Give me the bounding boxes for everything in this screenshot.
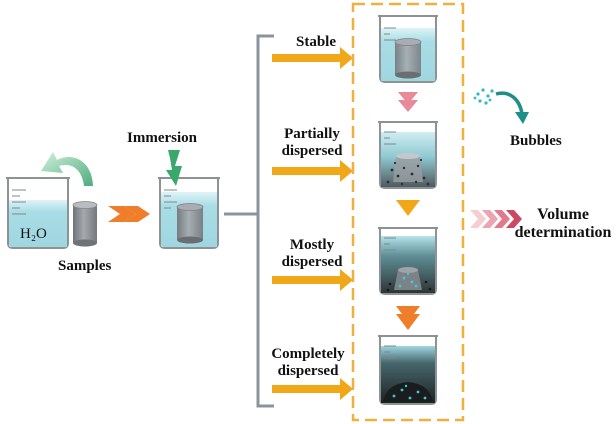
stage-beaker-stable: [378, 15, 438, 83]
stage-beaker-mostly: [378, 227, 438, 295]
stage-label-stable-line1: Stable: [295, 34, 336, 50]
stage-label-completely-line2: dispersed: [277, 363, 339, 379]
immersion-beaker: [158, 177, 220, 249]
sample-cylinder: [72, 201, 98, 247]
lightning-arrow-icon: [166, 150, 182, 186]
bubbles-arrow-icon: [495, 91, 529, 124]
dashed-box: [351, 2, 465, 422]
stage-arrow-3: [272, 269, 353, 291]
samples-label: Samples: [58, 258, 112, 274]
water-beaker: [6, 177, 70, 249]
stage-arrows: [272, 47, 353, 400]
stage-beaker-completely: [378, 335, 438, 405]
stage-beaker-partially: [378, 121, 438, 189]
immersion-label: Immersion: [127, 130, 197, 146]
stage-label-stable: Stable: [286, 34, 346, 51]
down-arrow-1: [398, 92, 418, 112]
stage-label-partially: Partially dispersed: [270, 126, 354, 160]
bubbles-label: Bubbles: [510, 133, 562, 149]
volume-label-line1: Volume: [537, 206, 589, 223]
curved-arrow-icon: [41, 152, 93, 186]
stage-label-completely-line1: Completely: [271, 346, 345, 362]
down-arrow-2: [396, 200, 420, 216]
stage-arrow-1: [272, 47, 353, 69]
stage-label-mostly: Mostly dispersed: [270, 237, 354, 271]
down-arrow-3: [396, 306, 420, 330]
volume-chevrons: [470, 210, 522, 228]
stage-label-completely: Completely dispersed: [262, 346, 354, 380]
stage-label-partially-line2: dispersed: [281, 143, 343, 159]
stage-bracket: [224, 34, 274, 408]
chevron-arrow-icon: [108, 206, 150, 222]
stage-label-mostly-line2: dispersed: [281, 254, 343, 270]
bubbles-cluster: [473, 88, 494, 105]
water-label: H₂O: [20, 226, 47, 242]
stage-label-partially-line1: Partially: [284, 126, 340, 142]
volume-label-line2: determination: [514, 224, 612, 241]
volume-determination-label: Volume determination: [512, 206, 614, 242]
stage-arrow-4: [272, 378, 353, 400]
stage-arrow-2: [272, 160, 353, 182]
stage-label-mostly-line1: Mostly: [289, 237, 335, 253]
